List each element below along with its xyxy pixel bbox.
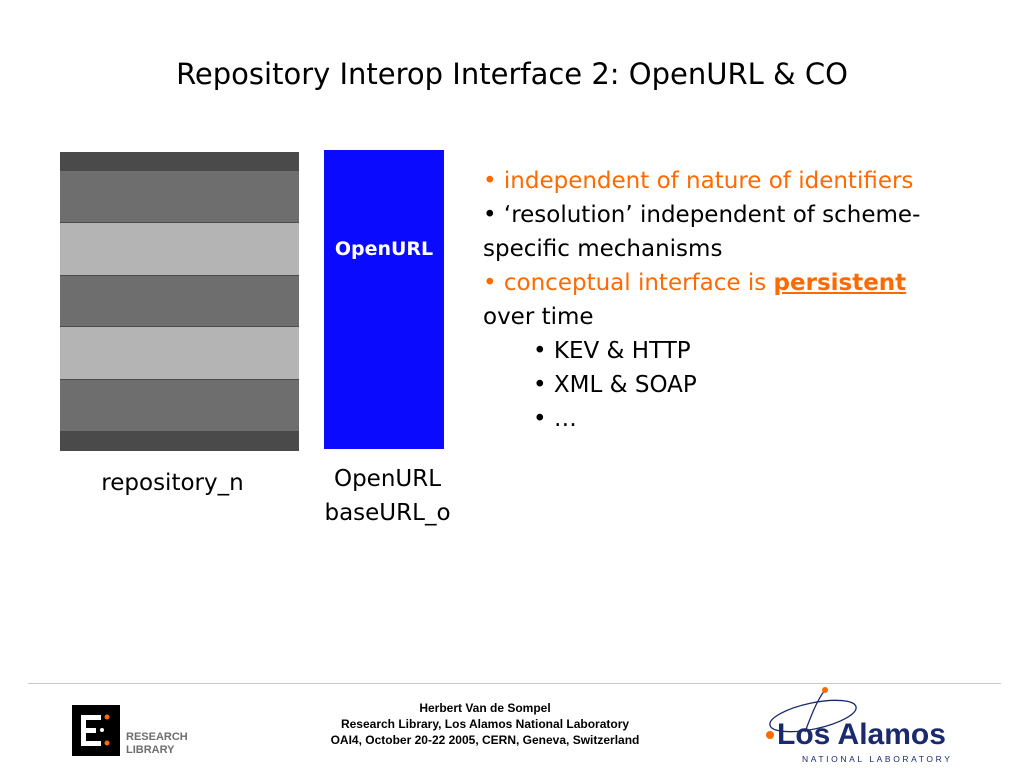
repository-stripe-dark (60, 170, 299, 223)
openurl-caption: OpenURL baseURL_o (300, 462, 475, 530)
research-library-logo-icon (72, 705, 120, 756)
openurl-box: OpenURL (324, 150, 444, 449)
persistent-emphasis: persistent (773, 270, 907, 296)
sub-bullet-ellipsis: • … (533, 406, 577, 432)
bullet-identifiers: • independent of nature of identifiers (483, 168, 914, 194)
bullet-conceptual-prefix: • conceptual interface is (483, 270, 774, 296)
bullet-resolution-continued: specific mechanisms (483, 236, 723, 262)
bullet-list: • independent of nature of identifiers •… (483, 164, 1013, 436)
sub-bullet-xml-soap: • XML & SOAP (533, 372, 697, 398)
footer-credits: Herbert Van de Sompel Research Library, … (250, 700, 720, 748)
bullet-conceptual-interface: • conceptual interface is persistent (483, 266, 1013, 300)
repository-stripe-bottom-edge (60, 432, 299, 452)
los-alamos-logo-wordmark: Los Alamos (777, 718, 946, 751)
openurl-box-label: OpenURL (334, 238, 434, 260)
repository-label: repository_n (101, 470, 244, 496)
repository-stripe-dark (60, 275, 299, 328)
repository-stripe-top-edge (60, 152, 299, 171)
footer-event: OAI4, October 20-22 2005, CERN, Geneva, … (330, 733, 640, 747)
repository-stack (60, 152, 299, 452)
research-library-logo-text: RESEARCH LIBRARY (126, 731, 188, 757)
research-library-logo-line1: RESEARCH (126, 731, 188, 743)
atom-orbit-icon (766, 687, 857, 739)
slide-title: Repository Interop Interface 2: OpenURL … (176, 57, 848, 91)
repository-stripe-light (60, 222, 299, 276)
footer-affiliation: Research Library, Los Alamos National La… (340, 717, 630, 731)
los-alamos-logo-subtitle: NATIONAL LABORATORY (802, 754, 952, 764)
sub-bullet-kev-http: • KEV & HTTP (533, 338, 691, 364)
bullet-conceptual-continued: over time (483, 304, 594, 330)
repository-stripe-light (60, 327, 299, 381)
bullet-resolution: • ‘resolution’ independent of scheme- (483, 202, 921, 228)
los-alamos-logo: Los Alamos NATIONAL LABORATORY (766, 687, 952, 764)
footer-author: Herbert Van de Sompel (419, 701, 551, 715)
research-library-logo-line2: LIBRARY (126, 744, 175, 756)
repository-stripe-dark (60, 380, 299, 433)
openurl-caption-line2: baseURL_o (324, 500, 451, 526)
openurl-caption-line1: OpenURL (333, 466, 442, 492)
footer-divider (28, 683, 1001, 684)
